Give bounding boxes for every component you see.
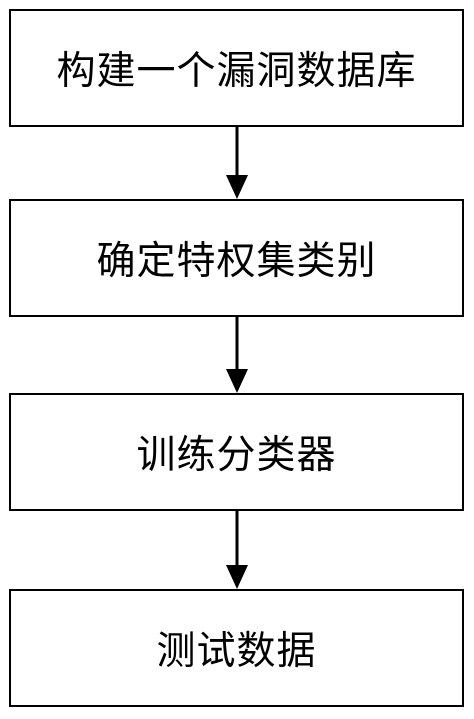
arrow-down-icon	[226, 511, 248, 589]
step-build-vulnerability-database-box: 构建一个漏洞数据库	[9, 9, 464, 127]
step-1-label: 构建一个漏洞数据库	[56, 49, 417, 94]
step-test-data-box: 测试数据	[9, 589, 464, 707]
arrow-down-icon	[226, 127, 248, 199]
step-4-label: 测试数据	[156, 629, 317, 674]
step-2-label: 确定特权集类别	[96, 239, 377, 284]
step-determine-privilege-set-category-box: 确定特权集类别	[9, 199, 464, 317]
step-train-classifier-box: 训练分类器	[9, 393, 464, 511]
step-3-label: 训练分类器	[136, 433, 337, 478]
arrow-down-icon	[226, 317, 248, 393]
